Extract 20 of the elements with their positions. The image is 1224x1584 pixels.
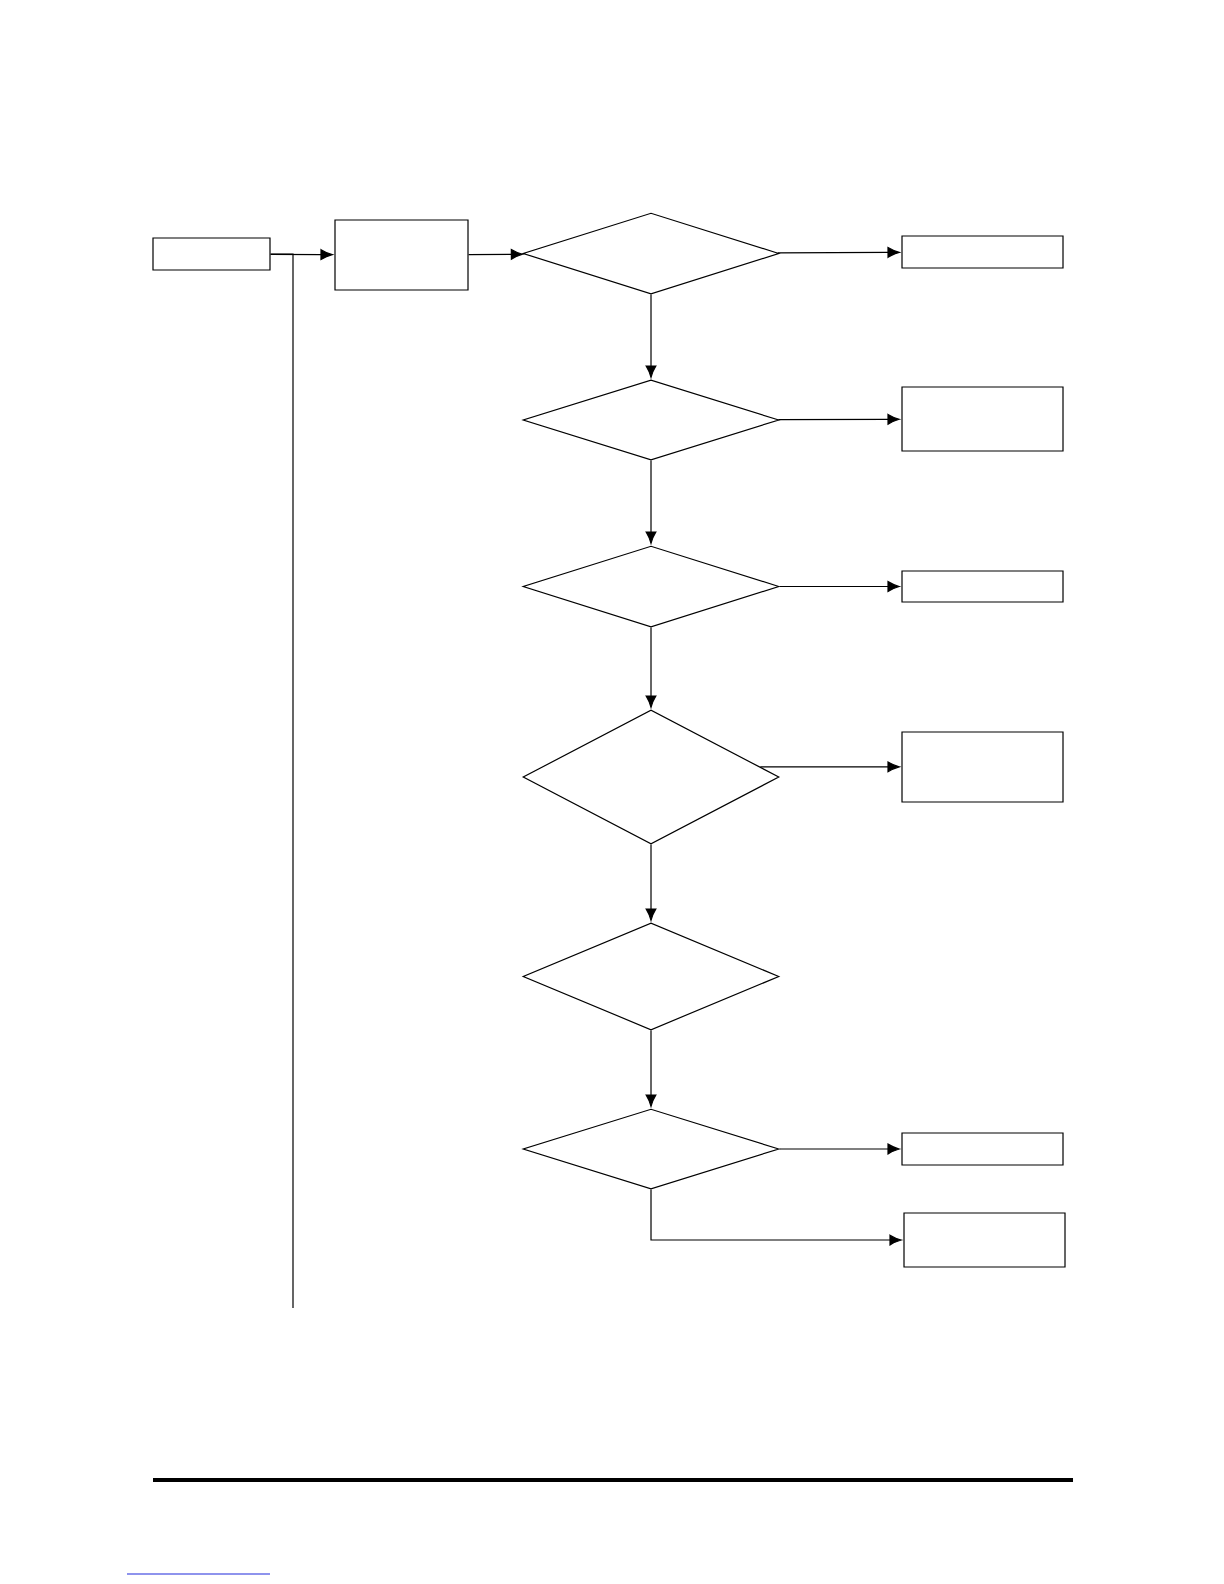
- arrow: [645, 294, 657, 378]
- arrow: [645, 1030, 657, 1107]
- process-box: [901, 1132, 1064, 1166]
- process-box: [901, 570, 1064, 603]
- arrow: [650, 1189, 902, 1246]
- arrow: [777, 246, 900, 258]
- arrow: [645, 844, 657, 921]
- process-box: [152, 237, 271, 271]
- process-box: [901, 386, 1064, 452]
- process-box: [334, 219, 469, 291]
- arrow: [645, 460, 657, 544]
- process-box: [901, 731, 1064, 803]
- process-box: [901, 235, 1064, 269]
- arrow: [777, 413, 900, 425]
- arrow: [779, 1143, 900, 1155]
- process-box: [903, 1212, 1066, 1268]
- arrow: [779, 581, 900, 592]
- arrow: [759, 761, 900, 773]
- arrow: [468, 248, 524, 260]
- arrow: [645, 627, 657, 708]
